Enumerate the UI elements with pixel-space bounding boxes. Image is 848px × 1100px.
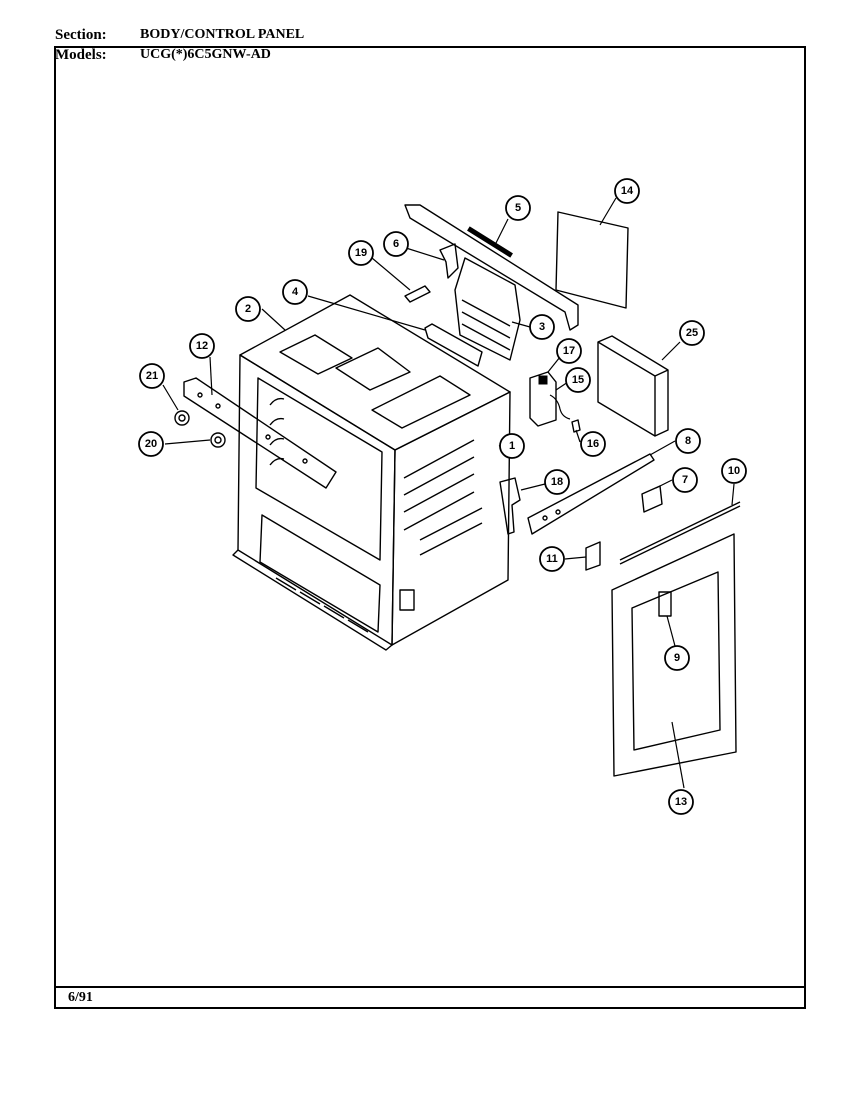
callout-11: 11 — [539, 546, 565, 572]
callout-label: 4 — [292, 286, 299, 298]
callout-label: 2 — [245, 303, 251, 315]
models-label: Models: — [55, 47, 107, 63]
callout-label: 11 — [546, 553, 558, 565]
clip-19 — [404, 285, 431, 303]
small-bracket-6 — [439, 243, 459, 279]
callout-label: 3 — [539, 321, 545, 333]
callout-9: 9 — [664, 645, 690, 671]
callout-label: 16 — [587, 438, 599, 450]
callout-label: 14 — [621, 185, 634, 197]
wire-15 — [549, 394, 571, 420]
callout-7: 7 — [672, 467, 698, 493]
callout-21: 21 — [139, 363, 165, 389]
rod-10 — [619, 505, 741, 565]
hinge-18 — [499, 477, 521, 535]
callout-25: 25 — [679, 320, 705, 346]
callout-15: 15 — [565, 367, 591, 393]
oven-body — [232, 294, 511, 651]
callout-label: 8 — [685, 435, 691, 447]
callout-3: 3 — [529, 314, 555, 340]
section-label: Section: — [55, 27, 107, 43]
callout-20: 20 — [138, 431, 164, 457]
callout-17: 17 — [556, 338, 582, 364]
callout-label: 17 — [563, 345, 575, 357]
callout-4: 4 — [282, 279, 308, 305]
callout-label: 19 — [355, 247, 367, 259]
callout-10: 10 — [721, 458, 747, 484]
door-rail-8 — [527, 453, 655, 535]
section-title: BODY/CONTROL PANEL — [140, 27, 305, 42]
callout-8: 8 — [675, 428, 701, 454]
diagram-frame — [54, 46, 806, 1009]
callout-18: 18 — [544, 469, 570, 495]
insulation-strip-4 — [424, 323, 483, 367]
callout-19: 19 — [348, 240, 374, 266]
leader-lines — [162, 197, 735, 789]
callout-label: 1 — [509, 440, 515, 452]
callout-label: 15 — [572, 374, 584, 386]
callout-label: 21 — [146, 370, 158, 382]
knob-21 — [174, 410, 190, 426]
callout-12: 12 — [189, 333, 215, 359]
plate-11 — [585, 541, 601, 571]
callout-1: 1 — [499, 433, 525, 459]
callout-label: 7 — [682, 474, 688, 486]
callout-6: 6 — [383, 231, 409, 257]
callout-label: 20 — [145, 438, 157, 450]
door-panel-13 — [611, 533, 737, 777]
callout-5: 5 — [505, 195, 531, 221]
callout-label: 9 — [674, 652, 680, 664]
callout-14: 14 — [614, 178, 640, 204]
footer-date: 6/91 — [68, 990, 93, 1005]
callout-label: 25 — [686, 327, 698, 339]
callout-label: 10 — [728, 465, 740, 477]
callout-label: 12 — [196, 340, 208, 352]
connector-16 — [571, 419, 581, 433]
control-panel-housing — [454, 257, 521, 361]
callout-label: 13 — [675, 796, 687, 808]
footer-divider — [54, 986, 806, 988]
bracket-7 — [641, 485, 663, 513]
control-panel-bracket — [404, 204, 579, 331]
callout-label: 18 — [551, 476, 563, 488]
callout-13: 13 — [668, 789, 694, 815]
electrical-box-25 — [597, 335, 669, 437]
door-latch-9 — [658, 591, 672, 617]
models-value: UCG(*)6C5GNW-AD — [140, 47, 271, 62]
callout-16: 16 — [580, 431, 606, 457]
callout-label: 5 — [515, 202, 521, 214]
callout-label: 6 — [393, 238, 399, 250]
front-trim-bar — [183, 377, 337, 489]
knob-20 — [210, 432, 226, 448]
rear-cover-14 — [555, 211, 629, 309]
switch-17 — [529, 371, 557, 427]
callout-2: 2 — [235, 296, 261, 322]
